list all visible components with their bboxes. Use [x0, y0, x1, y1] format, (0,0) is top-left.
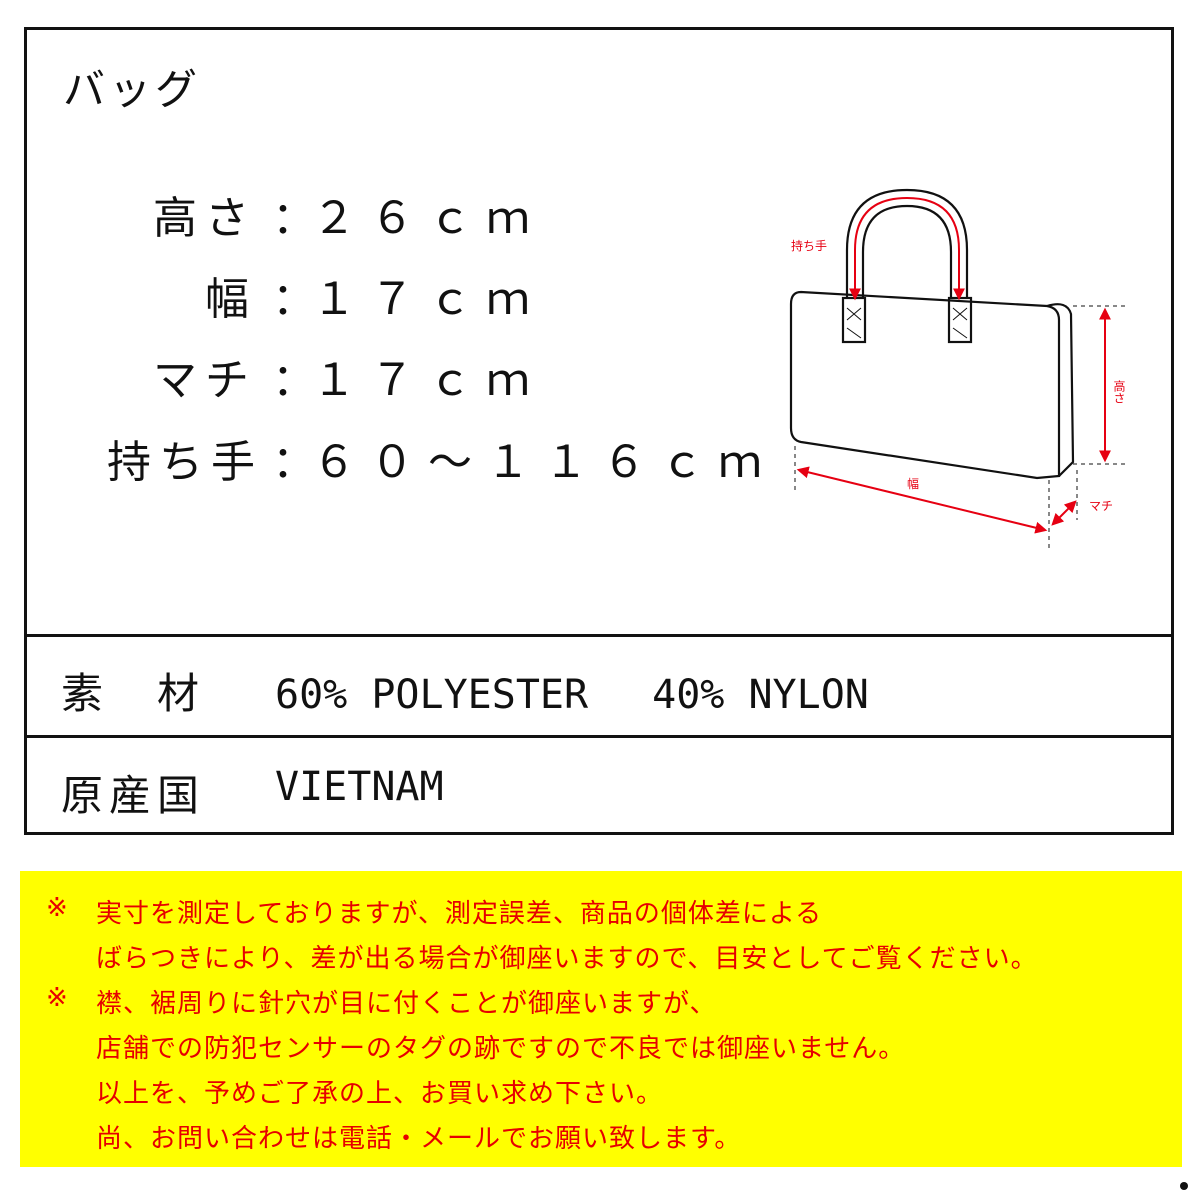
corner-dot	[1180, 1182, 1188, 1190]
dimension-value: １７ｃｍ	[312, 355, 544, 406]
dimension-label: マチ	[153, 355, 257, 406]
diagram-width-label: 幅	[907, 476, 919, 491]
dimension-label: 持ち手	[107, 437, 263, 488]
bag-outline	[789, 188, 1075, 480]
category-title: バッグ	[63, 65, 202, 114]
notice-text: ばらつきにより、差が出る場合が御座いますので、目安としてご覧ください。	[96, 944, 1038, 974]
bag-diagram: 持ち手 高さ 幅 マチ	[789, 188, 1127, 552]
spec-table: バッグ 高さ ： ２６ｃｍ 幅 ： １７ｃｍ マチ ： １７ｃｍ 持ち手 ： ６…	[24, 27, 1174, 835]
notice-text: 以上を、予めご了承の上、お買い求め下さい。	[96, 1079, 664, 1109]
tab-stitching	[846, 307, 968, 339]
notice-box: ※ 実寸を測定しておりますが、測定誤差、商品の個体差による ばらつきにより、差が…	[20, 871, 1182, 1167]
notice-text: 尚、お問い合わせは電話・メールでお願い致します。	[96, 1124, 742, 1154]
origin-label: 原産国	[61, 771, 206, 820]
dimension-label: 幅	[205, 274, 257, 325]
diagram-height-label: 高さ	[1112, 379, 1126, 404]
dimension-colon: ：	[272, 437, 316, 488]
notice-text: 店舗での防犯センサーのタグの跡ですので不良では御座いません。	[96, 1034, 906, 1064]
material-label: 素 材	[61, 669, 206, 718]
dimension-colon: ：	[272, 355, 316, 406]
divider	[27, 735, 1171, 738]
diagram-depth-label: マチ	[1089, 499, 1113, 513]
dimension-value: １７ｃｍ	[312, 274, 544, 325]
dimension-value: ２６ｃｍ	[312, 193, 544, 244]
divider	[27, 634, 1171, 637]
material-value: 60% POLYESTER 40% NYLON	[275, 672, 869, 718]
notice-mark: ※	[46, 893, 69, 923]
measure-arrows	[796, 196, 1111, 534]
dimension-label: 高さ	[153, 193, 257, 244]
guide-lines	[794, 305, 1127, 552]
origin-value: VIETNAM	[275, 764, 444, 810]
notice-text: 実寸を測定しておりますが、測定誤差、商品の個体差による	[96, 899, 823, 929]
diagram-handle-label: 持ち手	[791, 238, 827, 253]
dimension-colon: ：	[272, 274, 316, 325]
notice-mark: ※	[46, 983, 69, 1013]
notice-text: 襟、裾周りに針穴が目に付くことが御座いますが、	[96, 989, 717, 1019]
dimension-colon: ：	[272, 193, 316, 244]
dimension-value: ６０～１１６ｃｍ	[312, 437, 776, 488]
